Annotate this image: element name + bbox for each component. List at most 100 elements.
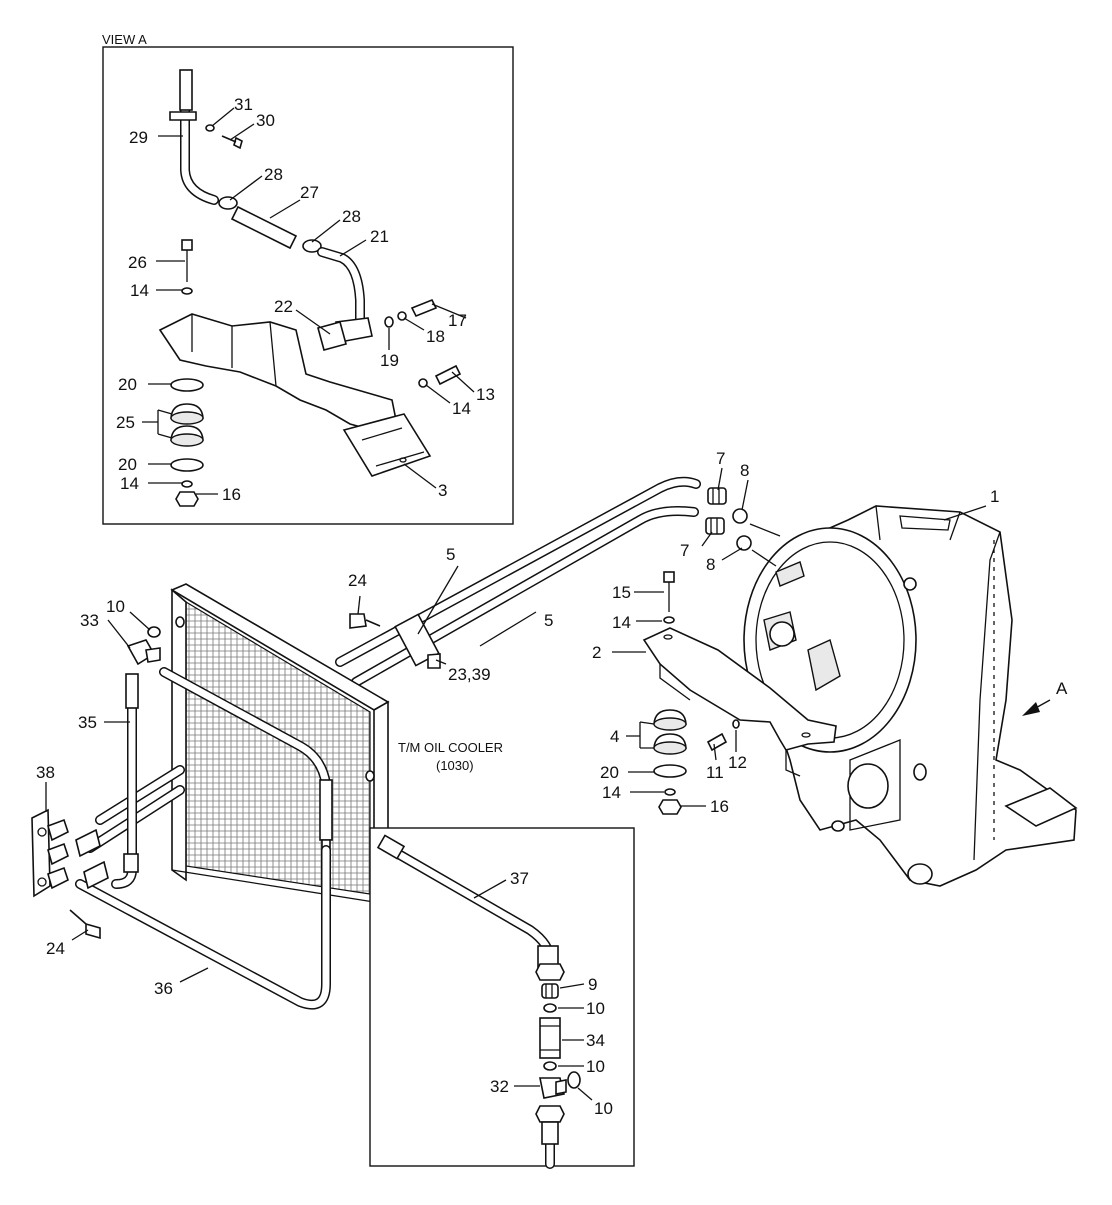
callout-33: 33 xyxy=(80,611,99,630)
callout-31: 31 xyxy=(234,95,253,114)
view-a-inset: VIEW A xyxy=(102,32,514,525)
o-ring-10-a xyxy=(543,1003,557,1013)
elbow-33 xyxy=(126,639,161,666)
callout-38: 38 xyxy=(36,763,55,782)
callout-10-b: 10 xyxy=(586,1057,605,1076)
adapter-34 xyxy=(539,1017,561,1059)
callout-5-lower: 5 xyxy=(544,611,553,630)
callout-1: 1 xyxy=(990,487,999,506)
view-a-frame xyxy=(102,46,514,525)
bolt-13 xyxy=(434,364,462,386)
callout-20-main: 20 xyxy=(600,763,619,782)
callout-22: 22 xyxy=(274,297,293,316)
o-ring-8-upper xyxy=(732,508,748,524)
callout-19: 19 xyxy=(380,351,399,370)
callout-14-main-bottom: 14 xyxy=(602,783,621,802)
callout-14-bottom: 14 xyxy=(120,474,139,493)
cooler-caption-line2: (1030) xyxy=(436,758,474,773)
callout-24-lower: 24 xyxy=(46,939,65,958)
mount-25 xyxy=(170,403,204,447)
clamp-28-lower xyxy=(302,239,322,253)
bracket-2 xyxy=(642,627,837,777)
hose-27 xyxy=(230,205,298,250)
callout-24-upper: 24 xyxy=(348,571,367,590)
callout-10-a: 10 xyxy=(586,999,605,1018)
bracket-38 xyxy=(31,808,109,898)
callout-29: 29 xyxy=(129,128,148,147)
washer-14-main-bottom xyxy=(664,788,676,796)
callout-16-inset: 16 xyxy=(222,485,241,504)
washer-14-mid xyxy=(418,378,428,388)
callout-10-main: 10 xyxy=(106,597,125,616)
transmission-1 xyxy=(743,505,1078,887)
bracket-3 xyxy=(158,313,432,477)
nut-16-main xyxy=(658,799,682,815)
o-ring-10-b xyxy=(543,1061,557,1071)
hose-36 xyxy=(75,845,331,1010)
adapter-9 xyxy=(541,983,559,999)
cooler-caption-line1: T/M OIL COOLER xyxy=(398,740,503,755)
clamp-28-upper xyxy=(218,196,238,210)
adapter-7-upper xyxy=(707,487,727,505)
view-a-arrow: A xyxy=(1022,679,1068,716)
nut-9-hex xyxy=(535,963,565,981)
bolt-11 xyxy=(706,732,728,752)
callout-11: 11 xyxy=(706,763,724,782)
adapter-7-lower xyxy=(705,517,725,535)
oil-lines-5 xyxy=(335,476,701,687)
cooler-lines xyxy=(85,667,333,861)
callout-21: 21 xyxy=(370,227,389,246)
bolt-30 xyxy=(221,135,243,150)
callout-16-main: 16 xyxy=(710,797,729,816)
callout-9: 9 xyxy=(588,975,597,994)
callout-36: 36 xyxy=(154,979,173,998)
bolt-17 xyxy=(410,298,438,318)
callout-2: 2 xyxy=(592,643,601,662)
callout-7-upper: 7 xyxy=(716,449,725,468)
pipe-21 xyxy=(317,247,373,343)
hose-35 xyxy=(111,673,139,889)
callout-27: 27 xyxy=(300,183,319,202)
callout-13: 13 xyxy=(476,385,495,404)
bolt-24-upper xyxy=(349,613,381,629)
arrow-a-label: A xyxy=(1056,679,1068,698)
callout-14-main-top: 14 xyxy=(612,613,631,632)
bolt-26 xyxy=(181,239,193,282)
washer-20-main xyxy=(653,764,687,778)
callout-15: 15 xyxy=(612,583,631,602)
washer-31 xyxy=(205,124,215,132)
mount-4 xyxy=(653,709,687,755)
callout-28-lower: 28 xyxy=(342,207,361,226)
washer-14-top xyxy=(181,287,193,295)
washer-19 xyxy=(384,316,394,328)
callout-23-39: 23,39 xyxy=(448,665,491,684)
callout-5-upper: 5 xyxy=(446,545,455,564)
washer-14-main-top xyxy=(663,616,675,624)
nut-16 xyxy=(175,491,199,507)
hose-lower xyxy=(535,1105,565,1169)
washer-14-bottom xyxy=(181,480,193,488)
callout-32: 32 xyxy=(490,1077,509,1096)
callout-4: 4 xyxy=(610,727,619,746)
o-ring-8-lower xyxy=(736,535,752,551)
tee-32 xyxy=(539,1077,567,1099)
callout-8-upper: 8 xyxy=(740,461,749,480)
bolt-24-lower xyxy=(69,909,101,940)
callout-28-upper: 28 xyxy=(264,165,283,184)
washer-20-top xyxy=(170,378,204,392)
callout-26: 26 xyxy=(128,253,147,272)
callout-34: 34 xyxy=(586,1031,605,1050)
gasket-22 xyxy=(317,321,347,351)
callout-37: 37 xyxy=(510,869,529,888)
view-a-label: VIEW A xyxy=(102,32,147,47)
pipe-29 xyxy=(169,69,219,205)
callout-17: 17 xyxy=(448,311,467,330)
callout-20-top: 20 xyxy=(118,375,137,394)
o-ring-10-main xyxy=(147,626,161,638)
callout-3: 3 xyxy=(438,481,447,500)
callout-35: 35 xyxy=(78,713,97,732)
detail-inset: 37 9 10 34 10 32 10 xyxy=(369,827,635,1169)
detail-frame xyxy=(369,827,635,1167)
